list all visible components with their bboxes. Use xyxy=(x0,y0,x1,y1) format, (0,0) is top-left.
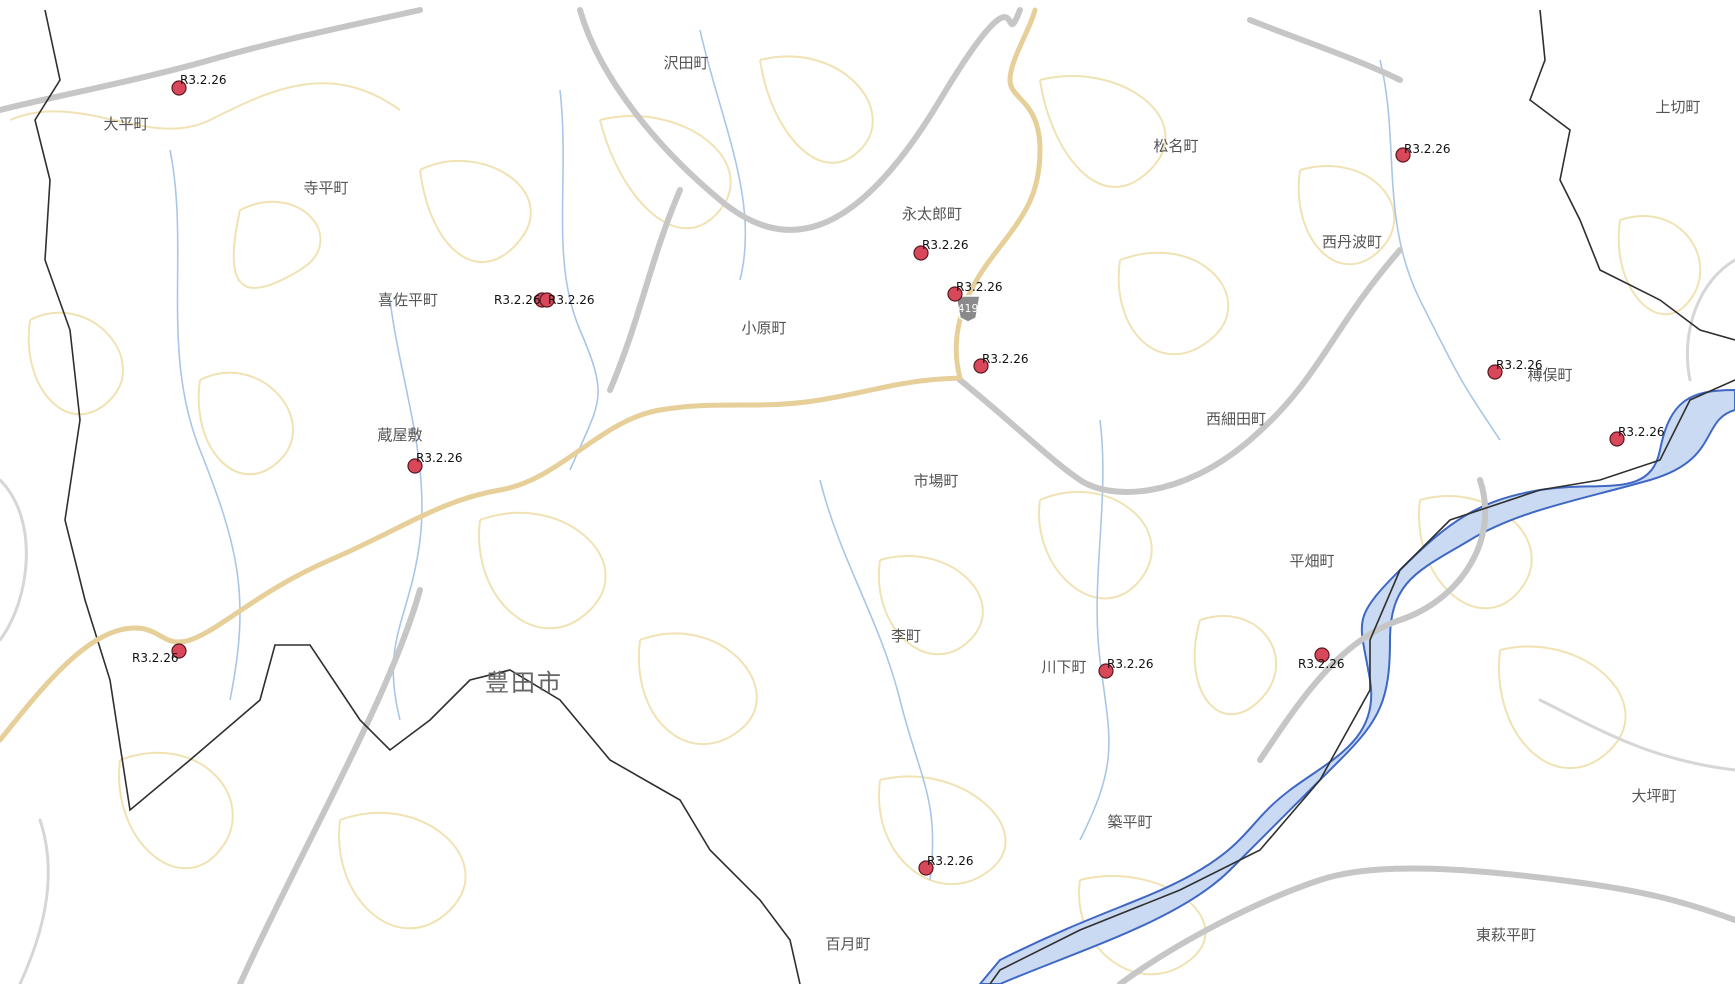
town-label: 喜佐平町 xyxy=(378,291,438,309)
marker-label: R3.2.26 xyxy=(922,238,969,252)
survey-marker[interactable]: R3.2.26 xyxy=(407,451,463,474)
national-route xyxy=(0,7,1043,743)
marker-label: R3.2.26 xyxy=(416,451,463,465)
survey-marker[interactable]: R3.2.26 xyxy=(1298,647,1345,671)
marker-label: R3.2.26 xyxy=(927,854,974,868)
route-shield-label: 419 xyxy=(958,302,979,315)
town-label: 蔵屋敷 xyxy=(377,426,422,444)
survey-marker[interactable]: R3.2.26 xyxy=(918,854,974,876)
town-label: 榑俣町 xyxy=(1527,366,1572,384)
marker-dot[interactable] xyxy=(1487,364,1503,380)
town-label: 大平町 xyxy=(103,115,148,133)
survey-marker[interactable]: R3.2.26 xyxy=(539,292,595,308)
survey-marker[interactable]: R3.2.26 xyxy=(1609,425,1665,447)
marker-label: R3.2.26 xyxy=(1107,657,1154,671)
contour-lines xyxy=(9,55,1702,976)
marker-label: R3.2.26 xyxy=(956,280,1003,294)
marker-dot[interactable] xyxy=(539,292,555,308)
town-label: 上切町 xyxy=(1655,98,1700,116)
marker-label: R3.2.26 xyxy=(180,73,227,87)
town-label: 李町 xyxy=(891,627,921,645)
survey-marker[interactable]: R3.2.26 xyxy=(947,280,1003,302)
marker-dot[interactable] xyxy=(947,286,963,302)
water-body xyxy=(977,388,1735,985)
survey-marker[interactable]: R3.2.26 xyxy=(1395,142,1451,163)
survey-marker[interactable]: R3.2.26 xyxy=(973,352,1029,374)
marker-dot[interactable] xyxy=(913,245,929,261)
town-label: 永太郎町 xyxy=(902,205,962,223)
marker-label: R3.2.26 xyxy=(1618,425,1665,439)
city-label: 豊田市 xyxy=(485,669,563,697)
rivers xyxy=(169,29,1501,881)
marker-dot[interactable] xyxy=(407,458,423,474)
town-label: 西丹波町 xyxy=(1322,233,1382,251)
route-shield: 419 xyxy=(955,295,981,323)
town-label: 平畑町 xyxy=(1289,552,1334,570)
town-label: 川下町 xyxy=(1041,658,1086,676)
marker-label: R3.2.26 xyxy=(494,293,541,307)
survey-marker[interactable]: R3.2.26 xyxy=(132,643,187,665)
marker-dot[interactable] xyxy=(918,860,934,876)
town-labels: 沢田町上切町大平町松名町寺平町永太郎町西丹波町喜佐平町小原町榑俣町西細田町蔵屋敷… xyxy=(103,54,1700,953)
town-label: 西細田町 xyxy=(1206,410,1266,428)
marker-dot[interactable] xyxy=(1314,647,1330,663)
town-label: 大坪町 xyxy=(1631,787,1676,805)
marker-dot[interactable] xyxy=(1609,431,1625,447)
marker-dot[interactable] xyxy=(1098,663,1114,679)
town-label: 築平町 xyxy=(1107,813,1152,831)
survey-marker[interactable]: R3.2.26 xyxy=(1487,358,1543,380)
marker-dot[interactable] xyxy=(973,358,989,374)
marker-label: R3.2.26 xyxy=(548,293,595,307)
survey-marker[interactable]: R3.2.26 xyxy=(1098,657,1154,679)
town-label: 小原町 xyxy=(741,319,786,337)
roads xyxy=(0,7,1735,987)
survey-marker[interactable]: R3.2.26 xyxy=(171,73,227,96)
marker-label: R3.2.26 xyxy=(1298,657,1345,671)
municipal-boundary xyxy=(34,9,1735,985)
marker-label: R3.2.26 xyxy=(1496,358,1543,372)
marker-dot[interactable] xyxy=(1395,147,1411,163)
town-label: 百月町 xyxy=(825,935,870,953)
town-label: 市場町 xyxy=(913,472,958,490)
town-label: 東萩平町 xyxy=(1476,926,1536,944)
town-label: 沢田町 xyxy=(663,54,708,72)
town-label: 寺平町 xyxy=(303,179,348,197)
marker-label: R3.2.26 xyxy=(1404,142,1451,156)
town-label: 松名町 xyxy=(1153,137,1198,155)
marker-dot[interactable] xyxy=(171,80,187,96)
marker-label: R3.2.26 xyxy=(132,651,179,665)
survey-marker[interactable]: R3.2.26 xyxy=(913,238,969,261)
marker-dot[interactable] xyxy=(171,643,187,659)
marker-label: R3.2.26 xyxy=(982,352,1029,366)
